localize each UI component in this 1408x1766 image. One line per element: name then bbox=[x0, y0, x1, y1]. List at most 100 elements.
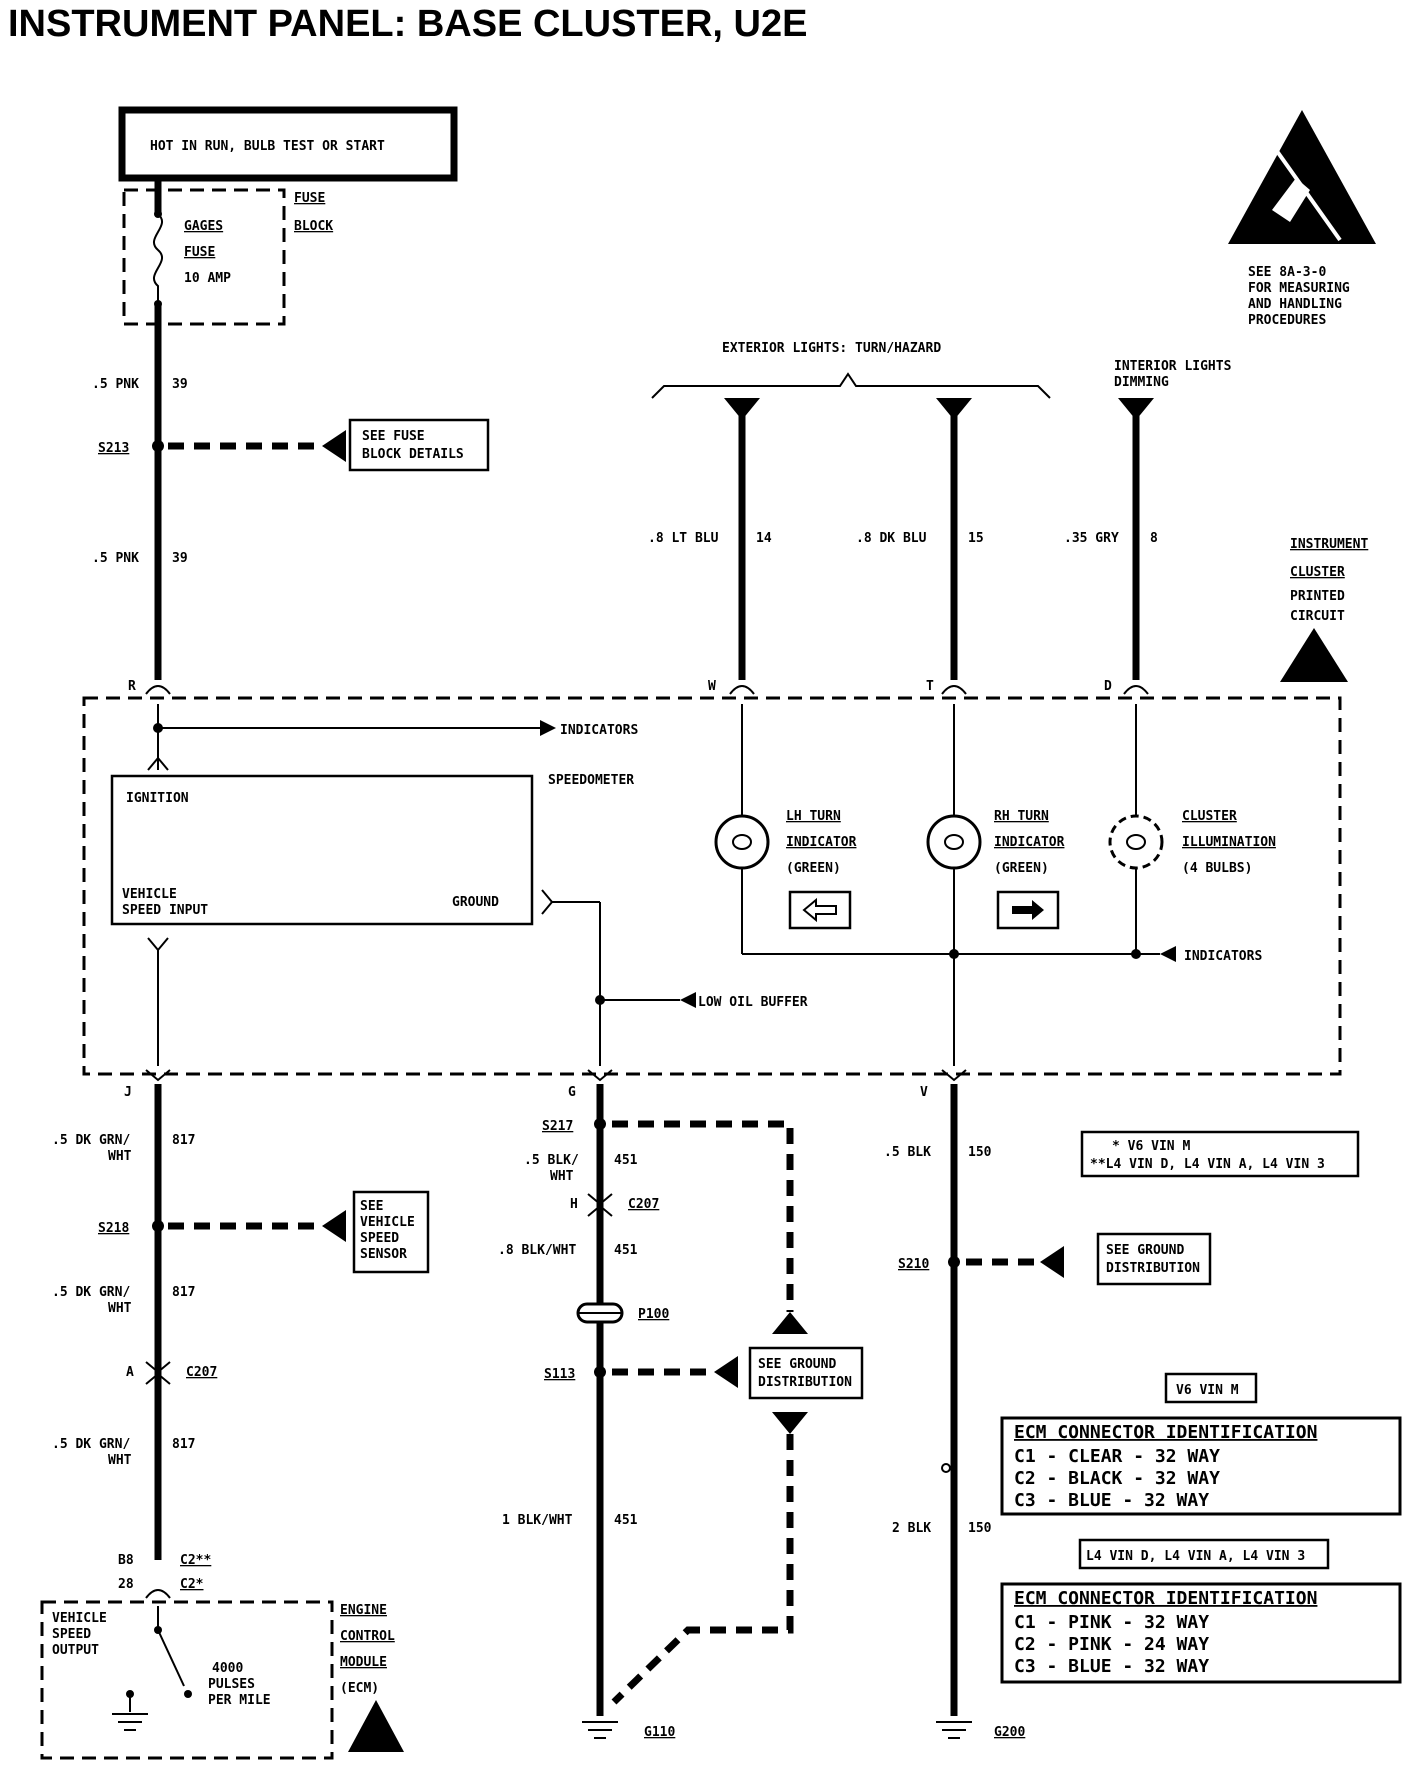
vso-switch-icon bbox=[157, 1629, 185, 1687]
ecm-table-2-row-3: C3 - BLUE - 32 WAY bbox=[1014, 1656, 1209, 1677]
ill-label-3: (4 BULBS) bbox=[1182, 861, 1252, 876]
esd-note-3: AND HANDLING bbox=[1248, 297, 1342, 312]
left-arrow-icon bbox=[802, 897, 837, 923]
c2-d-label: C2* bbox=[180, 1577, 204, 1592]
ecm-name-3: MODULE bbox=[340, 1655, 387, 1670]
page-title: INSTRUMENT PANEL: BASE CLUSTER, U2E bbox=[8, 3, 807, 45]
fuse-block-ref-2: BLOCK DETAILS bbox=[362, 447, 464, 462]
cluster-label-3: PRINTED bbox=[1290, 589, 1345, 604]
ground-dist-ref-1a: SEE GROUND bbox=[758, 1357, 836, 1372]
pin-v-connector bbox=[941, 1069, 967, 1082]
ecm-pin-connector bbox=[145, 1589, 171, 1599]
pin-g: G bbox=[568, 1085, 576, 1100]
s217-dashed-path bbox=[612, 1120, 794, 1312]
v6-note: V6 VIN M bbox=[1176, 1383, 1239, 1398]
vso-label-2: SPEED bbox=[52, 1627, 91, 1642]
pin-w-connector bbox=[729, 685, 755, 695]
pink-gauge-1: .5 PNK bbox=[92, 377, 139, 392]
c207-a-label: C207 bbox=[186, 1365, 217, 1380]
exterior-lights-bracket bbox=[651, 372, 1051, 399]
exterior-lights-label: EXTERIOR LIGHTS: TURN/HAZARD bbox=[722, 341, 941, 356]
power-box-label: HOT IN RUN, BULB TEST OR START bbox=[150, 139, 385, 154]
vss-gauge-3a: .5 DK GRN/ bbox=[52, 1437, 130, 1452]
vss-ref-1: SEE bbox=[360, 1199, 383, 1214]
fuse-block-ref-box bbox=[348, 418, 490, 472]
lh-label-2: INDICATOR bbox=[786, 835, 857, 850]
gnd-gauge-1b: WHT bbox=[550, 1169, 574, 1184]
esd-note-2: FOR MEASURING bbox=[1248, 281, 1350, 296]
pin-g-connector bbox=[587, 1069, 613, 1082]
vss-circuit-1: 817 bbox=[172, 1133, 195, 1148]
vsi-label-1: VEHICLE bbox=[122, 887, 177, 902]
lh-label-3: (GREEN) bbox=[786, 861, 841, 876]
pin-d-connector bbox=[1123, 685, 1149, 695]
ecm-table-2-row-2: C2 - PINK - 24 WAY bbox=[1014, 1634, 1209, 1655]
cluster-label-2: CLUSTER bbox=[1290, 565, 1345, 580]
splice-s217-label: S217 bbox=[542, 1119, 573, 1134]
ignition-label: IGNITION bbox=[126, 791, 189, 806]
splice-s113 bbox=[594, 1366, 606, 1378]
ill-bulb-filament bbox=[1126, 834, 1146, 850]
splice-s210 bbox=[948, 1256, 960, 1268]
gnd-gauge-1a: .5 BLK/ bbox=[524, 1153, 579, 1168]
vss-gauge-3b: WHT bbox=[108, 1453, 132, 1468]
ecm-table-2 bbox=[1000, 1582, 1402, 1684]
fuse-type: FUSE bbox=[184, 245, 215, 260]
ill-label-2: ILLUMINATION bbox=[1182, 835, 1276, 850]
low-oil-label: LOW OIL BUFFER bbox=[698, 995, 808, 1010]
vss-gauge-1a: .5 DK GRN/ bbox=[52, 1133, 130, 1148]
s113-ref-arrow bbox=[714, 1356, 738, 1388]
lh-bulb-filament bbox=[732, 834, 752, 850]
speedometer-label: SPEEDOMETER bbox=[548, 773, 634, 788]
vsi-connector bbox=[147, 937, 169, 952]
rh-label-3: (GREEN) bbox=[994, 861, 1049, 876]
speedometer-box bbox=[110, 774, 534, 926]
c207-h-connector bbox=[587, 1193, 613, 1217]
pin-b8: B8 bbox=[118, 1553, 134, 1568]
ecm-table-2-row-1: C1 - PINK - 32 WAY bbox=[1014, 1612, 1209, 1633]
power-box bbox=[118, 106, 458, 182]
switch-contact-right bbox=[184, 1690, 192, 1698]
l4-note: L4 VIN D, L4 VIN A, L4 VIN 3 bbox=[1086, 1549, 1305, 1564]
vss-ref-2: VEHICLE bbox=[360, 1215, 415, 1230]
ill-label-1: CLUSTER bbox=[1182, 809, 1237, 824]
dim-gauge: .35 GRY bbox=[1064, 531, 1119, 546]
vsi-label-2: SPEED INPUT bbox=[122, 903, 208, 918]
gnd-circuit-1: 451 bbox=[614, 1153, 638, 1168]
right-arrow-icon bbox=[1012, 900, 1044, 920]
g110-label: G110 bbox=[644, 1725, 675, 1740]
cluster-esd-icon bbox=[1280, 628, 1348, 682]
splice-s217 bbox=[594, 1118, 606, 1130]
blk-circuit-2: 150 bbox=[968, 1521, 992, 1536]
lh-turn-bulb bbox=[714, 814, 770, 870]
pin-a: A bbox=[126, 1365, 134, 1380]
vin-note-box bbox=[1080, 1130, 1360, 1178]
ground-dist-ref-1b: DISTRIBUTION bbox=[758, 1375, 852, 1390]
pink-gauge-2: .5 PNK bbox=[92, 551, 139, 566]
fuse-block-outline bbox=[122, 188, 286, 326]
rh-wire-arrow bbox=[936, 398, 972, 420]
s218-ref-arrow bbox=[322, 1210, 346, 1242]
pin-r-connector bbox=[145, 685, 171, 695]
v6-note-box bbox=[1164, 1372, 1258, 1404]
vss-circuit-3: 817 bbox=[172, 1437, 195, 1452]
vss-gauge-2a: .5 DK GRN/ bbox=[52, 1285, 130, 1300]
pulses-1: 4000 bbox=[212, 1661, 243, 1676]
ground-dist-ref-2a: SEE GROUND bbox=[1106, 1243, 1184, 1258]
pin-r: R bbox=[128, 679, 136, 694]
esd-note-1: SEE 8A-3-0 bbox=[1248, 265, 1326, 280]
dim-circuit: 8 bbox=[1150, 531, 1158, 546]
pin-t: T bbox=[926, 679, 934, 694]
indicators-bus-label: INDICATORS bbox=[1184, 949, 1262, 964]
vss-gauge-2b: WHT bbox=[108, 1301, 132, 1316]
vss-gauge-1b: WHT bbox=[108, 1149, 132, 1164]
pin-v: V bbox=[920, 1085, 928, 1100]
vss-ref-box bbox=[352, 1190, 430, 1274]
pin-d: D bbox=[1104, 679, 1112, 694]
instrument-cluster-outline bbox=[82, 696, 1342, 1076]
fuse-rating: 10 AMP bbox=[184, 271, 231, 286]
rh-circuit: 15 bbox=[968, 531, 984, 546]
rh-turn-bulb bbox=[926, 814, 982, 870]
splice-s218-label: S218 bbox=[98, 1221, 129, 1236]
wire-150-marker bbox=[941, 1463, 951, 1473]
